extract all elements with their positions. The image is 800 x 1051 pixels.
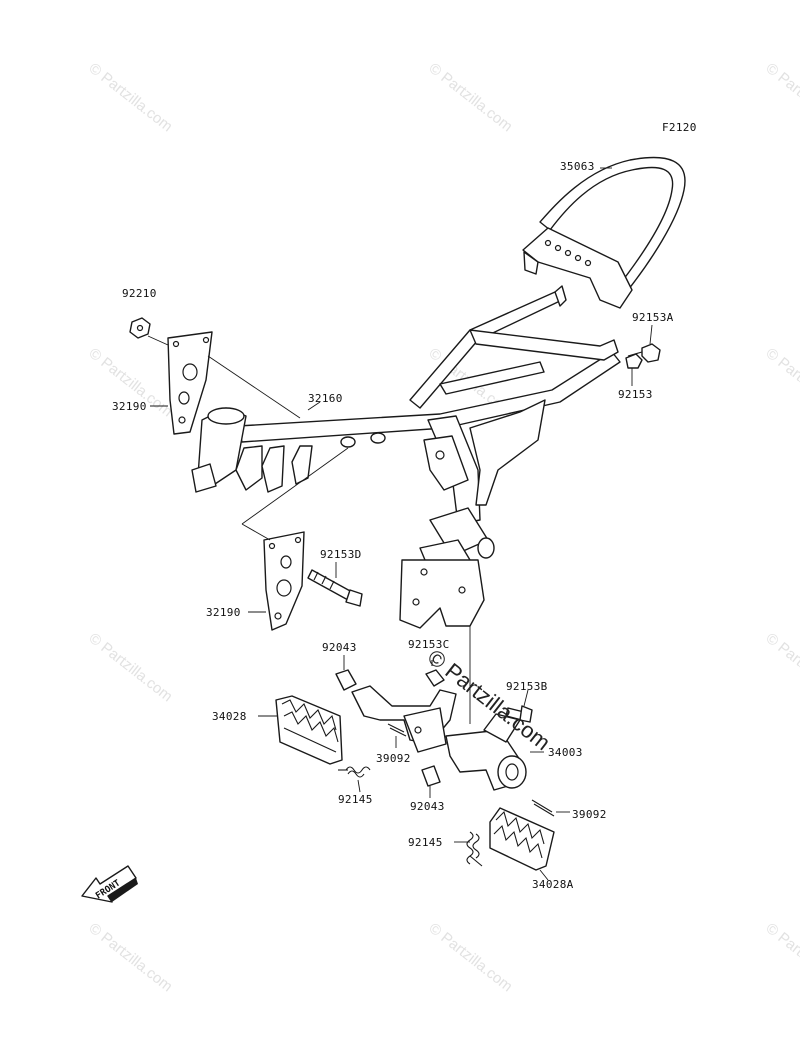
engine-mount-plate-upper[interactable] (167, 331, 213, 435)
label-34003: 34003 (548, 746, 583, 759)
spring-right[interactable] (466, 831, 483, 867)
label-32190-upper: 32190 (112, 400, 147, 413)
clevis-pin-left[interactable] (387, 723, 407, 737)
engine-mount-plate-lower[interactable] (263, 531, 305, 631)
leader-line (241, 523, 271, 541)
footpeg-left[interactable] (275, 695, 343, 765)
bolt-92153[interactable] (625, 353, 643, 369)
watermark: © Partzilla.com (763, 60, 800, 136)
leader-line (357, 779, 361, 793)
label-92145-right: 92145 (408, 836, 443, 849)
nut-92210[interactable] (129, 317, 151, 339)
watermark: © Partzilla.com (86, 920, 176, 996)
watermark: © Partzilla.com (426, 920, 516, 996)
label-32190-lower: 32190 (206, 606, 241, 619)
pin-92043-lower[interactable] (421, 765, 441, 787)
footpeg-right[interactable] (489, 807, 555, 871)
watermark: © Partzilla.com (763, 920, 800, 996)
footpeg-bracket[interactable] (351, 685, 527, 791)
label-92153C: 92153C (408, 638, 450, 651)
label-92153: 92153 (618, 388, 653, 401)
label-34028: 34028 (212, 710, 247, 723)
figure-code: F2120 (662, 121, 697, 134)
watermark: © Partzilla.com (86, 60, 176, 136)
leader-line (241, 447, 349, 525)
pin-92043-upper[interactable] (335, 669, 357, 691)
label-39092-right: 39092 (572, 808, 607, 821)
clevis-pin-right[interactable] (531, 799, 555, 817)
label-92043-lower: 92043 (410, 800, 445, 813)
leader-line (307, 401, 321, 411)
spring-left[interactable] (338, 766, 371, 778)
label-92145-left: 92145 (338, 793, 373, 806)
main-frame[interactable] (191, 285, 621, 629)
watermark: © Partzilla.com (763, 345, 800, 421)
label-39092-left: 39092 (376, 752, 411, 765)
bolt-92153B[interactable] (505, 705, 533, 723)
label-35063: 35063 (560, 160, 595, 173)
front-direction-arrow: FRONT (81, 865, 138, 903)
leader-line (649, 324, 653, 345)
label-92043-upper: 92043 (322, 641, 357, 654)
watermark: © Partzilla.com (86, 630, 176, 706)
label-34028A: 34028A (532, 878, 574, 891)
label-92153D: 92153D (320, 548, 362, 561)
leader-line (539, 869, 549, 881)
bolt-92153D[interactable] (307, 569, 363, 607)
label-92210: 92210 (122, 287, 157, 300)
label-92153B: 92153B (506, 680, 548, 693)
leader-line (147, 335, 169, 346)
bolt-92153C[interactable] (425, 660, 445, 687)
label-32160: 32160 (308, 392, 343, 405)
label-92153A: 92153A (632, 311, 674, 324)
watermark: © Partzilla.com (426, 60, 516, 136)
leader-line (207, 355, 301, 419)
leader-line (523, 689, 529, 707)
watermark: © Partzilla.com (763, 630, 800, 706)
grab-bar[interactable] (522, 156, 686, 309)
